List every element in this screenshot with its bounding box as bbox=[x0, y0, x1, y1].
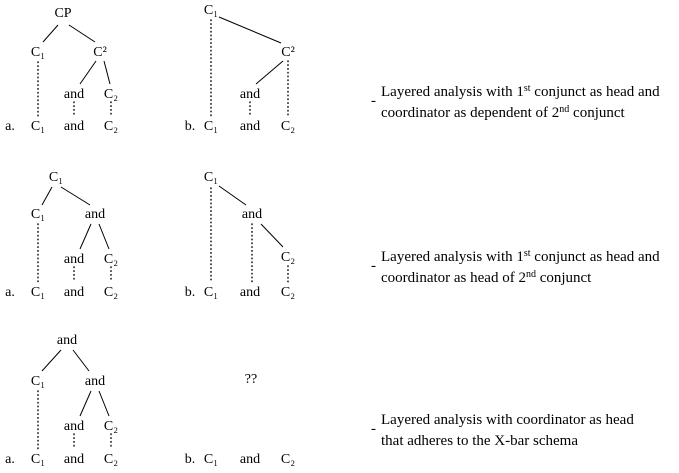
tree-node: and bbox=[63, 252, 85, 267]
tree-node: and bbox=[63, 87, 85, 102]
tree-node: and bbox=[63, 419, 85, 434]
tree-node: and bbox=[84, 374, 106, 389]
tree-edge-solid bbox=[79, 390, 92, 417]
note-text: Layered analysis with 1 bbox=[381, 249, 524, 265]
terminal-label: C₂ bbox=[103, 119, 119, 134]
terminal-label: and bbox=[63, 119, 85, 134]
note-superscript: nd bbox=[559, 104, 570, 115]
terminal-label: C₂ bbox=[103, 452, 119, 467]
tree-node: C₁ bbox=[30, 207, 46, 222]
tree-edge-solid bbox=[79, 60, 97, 85]
tree-node: C² bbox=[93, 45, 107, 60]
item-marker: b. bbox=[184, 285, 196, 300]
tree-node: C₁ bbox=[30, 45, 46, 60]
tree-edge-solid bbox=[79, 223, 92, 250]
terminal-label: C₂ bbox=[103, 285, 119, 300]
item-marker: b. bbox=[184, 452, 196, 467]
terminal-label: and bbox=[239, 285, 261, 300]
tree-edge-solid bbox=[103, 60, 111, 85]
terminal-label: C₁ bbox=[203, 452, 219, 467]
tree-edge-solid bbox=[68, 24, 96, 43]
tree-node: C₂ bbox=[103, 252, 119, 267]
tree-edge-solid bbox=[41, 186, 53, 206]
note-text: conjunct as head and coordinator as head… bbox=[381, 249, 660, 286]
tree-edge-solid bbox=[41, 349, 62, 372]
analysis-note: Layered analysis with 1st conjunct as he… bbox=[381, 247, 679, 289]
item-marker: a. bbox=[5, 119, 15, 134]
tree-node-root: and bbox=[56, 333, 78, 348]
tree-node: C₂ bbox=[103, 87, 119, 102]
item-marker: a. bbox=[5, 285, 15, 300]
tree-edge-solid bbox=[98, 390, 110, 417]
missing-analysis-placeholder: ?? bbox=[244, 372, 258, 387]
note-dash: - bbox=[371, 93, 376, 109]
tree-node: C₁ bbox=[30, 374, 46, 389]
tree-edge-solid bbox=[98, 223, 110, 250]
tree-edge-solid bbox=[218, 185, 247, 206]
note-dash: - bbox=[371, 421, 376, 437]
tree-node: and bbox=[241, 207, 263, 222]
tree-node-root: C₁ bbox=[203, 170, 219, 185]
note-text: conjunct bbox=[535, 270, 592, 286]
note-text: Layered analysis with coordinator as hea… bbox=[381, 412, 634, 449]
analysis-note: Layered analysis with coordinator as hea… bbox=[381, 410, 639, 452]
note-superscript: st bbox=[523, 248, 531, 259]
tree-node: C₂ bbox=[103, 419, 119, 434]
terminal-label: C₁ bbox=[30, 452, 46, 467]
tree-node: C² bbox=[281, 45, 295, 60]
item-marker: a. bbox=[5, 452, 15, 467]
tree-edge-solid bbox=[72, 349, 90, 372]
note-superscript: nd bbox=[525, 269, 536, 280]
note-text: conjunct bbox=[569, 105, 625, 121]
tree-node-root: CP bbox=[54, 6, 72, 21]
tree-edge-solid bbox=[260, 223, 284, 248]
tree-edge-solid bbox=[60, 186, 91, 206]
note-text: Layered analysis with 1 bbox=[381, 84, 524, 100]
analysis-note: Layered analysis with 1st conjunct as he… bbox=[381, 82, 679, 124]
tree-node: and bbox=[84, 207, 106, 222]
note-superscript: st bbox=[523, 83, 531, 94]
tree-node: and bbox=[239, 87, 261, 102]
tree-node: C₂ bbox=[280, 250, 296, 265]
terminal-label: and bbox=[239, 119, 261, 134]
item-marker: b. bbox=[184, 119, 196, 134]
terminal-label: C₂ bbox=[280, 285, 296, 300]
tree-node-root: C₁ bbox=[203, 3, 219, 18]
terminal-label: C₂ bbox=[280, 119, 296, 134]
terminal-label: and bbox=[239, 452, 261, 467]
terminal-label: C₁ bbox=[203, 119, 219, 134]
terminal-label: C₁ bbox=[30, 119, 46, 134]
tree-edge-solid bbox=[255, 60, 284, 85]
tree-edge-solid bbox=[42, 24, 59, 43]
terminal-label: C₁ bbox=[203, 285, 219, 300]
terminal-label: and bbox=[63, 285, 85, 300]
tree-node-root: C₁ bbox=[48, 170, 64, 185]
note-text: conjunct as head and coordinator as depe… bbox=[381, 84, 660, 121]
note-dash: - bbox=[371, 258, 376, 274]
terminal-label: C₁ bbox=[30, 285, 46, 300]
terminal-label: and bbox=[63, 452, 85, 467]
tree-edge-solid bbox=[218, 16, 282, 44]
terminal-label: C₂ bbox=[280, 452, 296, 467]
